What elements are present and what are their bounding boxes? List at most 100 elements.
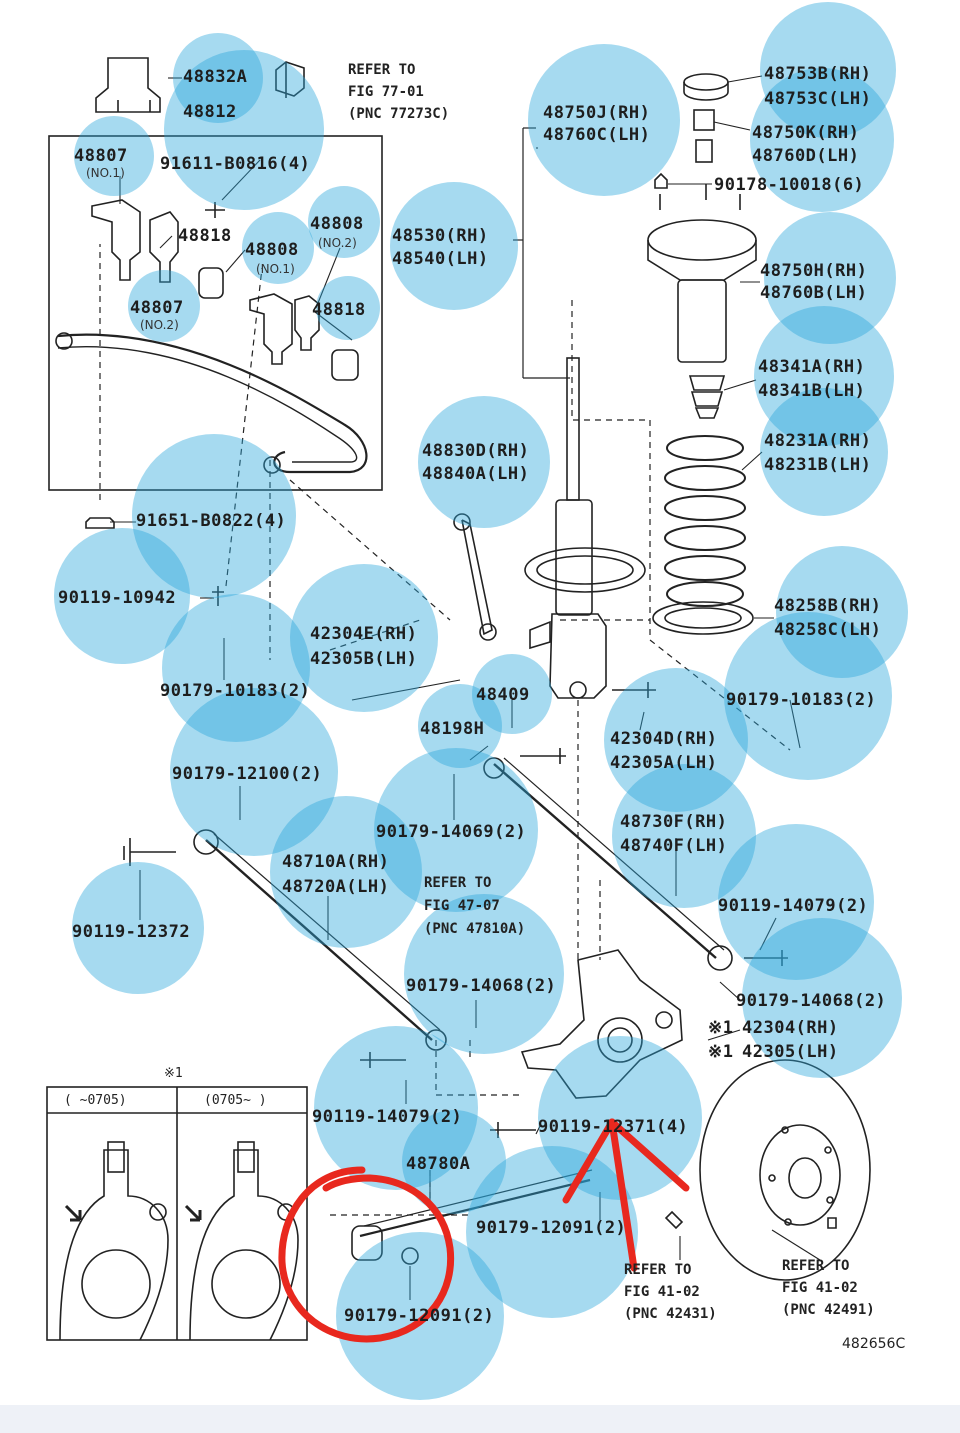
label-48808-no2: 48808 xyxy=(310,214,364,234)
dust-cap-48753 xyxy=(683,73,729,91)
refer-41a-line1: REFER TO xyxy=(624,1262,692,1278)
label-48807-no1-sub: (NO.1) xyxy=(86,166,125,180)
label-48540: 48540(LH) xyxy=(392,249,489,269)
label-48258c: 48258C(LH) xyxy=(774,620,882,640)
label-90179-12091a: 90179-12091(2) xyxy=(476,1218,627,1238)
label-48753b: 48753B(RH) xyxy=(764,64,872,84)
strut-knuckle-mount xyxy=(549,613,607,699)
rear-axle-carrier xyxy=(520,949,683,1099)
label-90179-12100: 90179-12100(2) xyxy=(172,764,323,784)
label-42305a: 42305A(LH) xyxy=(610,753,718,773)
label-48409: 48409 xyxy=(476,685,530,705)
label-48808-no1: 48808 xyxy=(245,240,299,260)
spring-seat xyxy=(524,547,646,593)
inset-right-caption: (0705~ ) xyxy=(204,1093,267,1108)
bracket-48807-no2 xyxy=(149,211,179,283)
label-48530: 48530(RH) xyxy=(392,226,489,246)
refer-41b-line2: FIG 41-02 xyxy=(782,1280,858,1296)
arm-48710a xyxy=(205,839,433,1041)
spring-insulator xyxy=(652,601,754,635)
label-48258b: 48258B(RH) xyxy=(774,596,882,616)
label-star1b: ※1 xyxy=(708,1042,734,1062)
label-90179-10183a: 90179-10183(2) xyxy=(160,681,311,701)
arm-48730f xyxy=(493,763,717,959)
strut-body xyxy=(555,499,593,616)
label-91611: 91611-B0816(4) xyxy=(160,154,311,174)
label-48807-no1: 48807 xyxy=(74,146,128,166)
label-90119-12371: 90119-12371(4) xyxy=(538,1117,689,1137)
bushing-48818b xyxy=(331,349,359,381)
label-48341b: 48341B(LH) xyxy=(758,381,866,401)
brake-disc xyxy=(699,1059,871,1281)
label-48740f: 48740F(LH) xyxy=(620,836,728,856)
label-48720a: 48720A(LH) xyxy=(282,877,390,897)
refer-77-line1: REFER TO xyxy=(348,62,416,78)
bracket-48808-no1 xyxy=(249,293,293,365)
refer-77-line3: (PNC 77273C) xyxy=(348,106,450,122)
label-90119-14079b: 90119-14079(2) xyxy=(312,1107,463,1127)
label-42304e: 42304E(RH) xyxy=(310,624,418,644)
refer-47-line3: (PNC 47810A) xyxy=(424,921,526,937)
label-48198h: 48198H xyxy=(420,719,485,739)
label-42304: 42304(RH) xyxy=(742,1018,839,1038)
label-90179-14069: 90179-14069(2) xyxy=(376,822,527,842)
label-90179-14068b: 90179-14068(2) xyxy=(736,991,887,1011)
inset-left-caption: ( ~0705) xyxy=(64,1093,127,1108)
label-48750j: 48750J(RH) xyxy=(543,103,651,123)
label-48818b: 48818 xyxy=(312,300,366,320)
label-48830d: 48830D(RH) xyxy=(422,441,530,461)
refer-41a-line2: FIG 41-02 xyxy=(624,1284,700,1300)
label-48808-no2-sub: (NO.2) xyxy=(318,236,357,250)
label-48807-no2-sub: (NO.2) xyxy=(140,318,179,332)
refer-77-line2: FIG 77-01 xyxy=(348,84,424,100)
label-48760c: 48760C(LH) xyxy=(543,125,651,145)
label-48231b: 48231B(LH) xyxy=(764,455,872,475)
strut-rod xyxy=(566,357,580,501)
label-48807-no2: 48807 xyxy=(130,298,184,318)
label-90119-12372: 90119-12372 xyxy=(72,922,191,942)
label-star1a: ※1 xyxy=(708,1018,734,1038)
label-48231a: 48231A(RH) xyxy=(764,431,872,451)
label-48710a: 48710A(RH) xyxy=(282,852,390,872)
bushing-48818a xyxy=(198,267,224,299)
label-48753c: 48753C(LH) xyxy=(764,89,872,109)
refer-41b-line3: (PNC 42491) xyxy=(782,1302,875,1318)
label-48750k: 48750K(RH) xyxy=(752,123,860,143)
label-48812: 48812 xyxy=(183,102,237,122)
stabilizer-bar xyxy=(57,333,368,474)
label-48832a: 48832A xyxy=(183,67,248,87)
refer-41b-line1: REFER TO xyxy=(782,1258,850,1274)
bracket-48812 xyxy=(275,61,305,98)
bracket-48808-no2 xyxy=(294,295,320,351)
label-48818a: 48818 xyxy=(178,226,232,246)
label-90119-10942: 90119-10942 xyxy=(58,588,177,608)
label-48750h: 48750H(RH) xyxy=(760,261,868,281)
label-90119-14079a: 90119-14079(2) xyxy=(718,896,869,916)
bracket-48807-no1 xyxy=(91,199,141,281)
refer-47-line2: FIG 47-07 xyxy=(424,898,500,914)
label-48341a: 48341A(RH) xyxy=(758,357,866,377)
bottom-strip xyxy=(0,1405,960,1433)
label-48760d: 48760D(LH) xyxy=(752,146,860,166)
label-90179-10183b: 90179-10183(2) xyxy=(726,690,877,710)
bushing-48832a xyxy=(95,57,161,113)
label-48730f: 48730F(RH) xyxy=(620,812,728,832)
label-90178: 90178-10018(6) xyxy=(714,175,865,195)
refer-41a-line3: (PNC 42431) xyxy=(624,1306,717,1322)
refer-47-line1: REFER TO xyxy=(424,875,492,891)
label-48808-no1-sub: (NO.1) xyxy=(256,262,295,276)
label-48760b: 48760B(LH) xyxy=(760,283,868,303)
label-48780a: 48780A xyxy=(406,1154,471,1174)
inset-knuckle-late xyxy=(184,1141,299,1341)
label-91651: 91651-B0822(4) xyxy=(136,511,287,531)
label-90179-12091b: 90179-12091(2) xyxy=(344,1306,495,1326)
label-48840a: 48840A(LH) xyxy=(422,464,530,484)
label-42305: 42305(LH) xyxy=(742,1042,839,1062)
stabilizer-inset-box xyxy=(48,135,383,491)
bump-stopper xyxy=(688,375,726,419)
stabilizer-link xyxy=(461,519,493,636)
figure-number: 482656C xyxy=(842,1336,906,1352)
label-42305b: 42305B(LH) xyxy=(310,649,418,669)
coil-spring xyxy=(664,435,746,607)
